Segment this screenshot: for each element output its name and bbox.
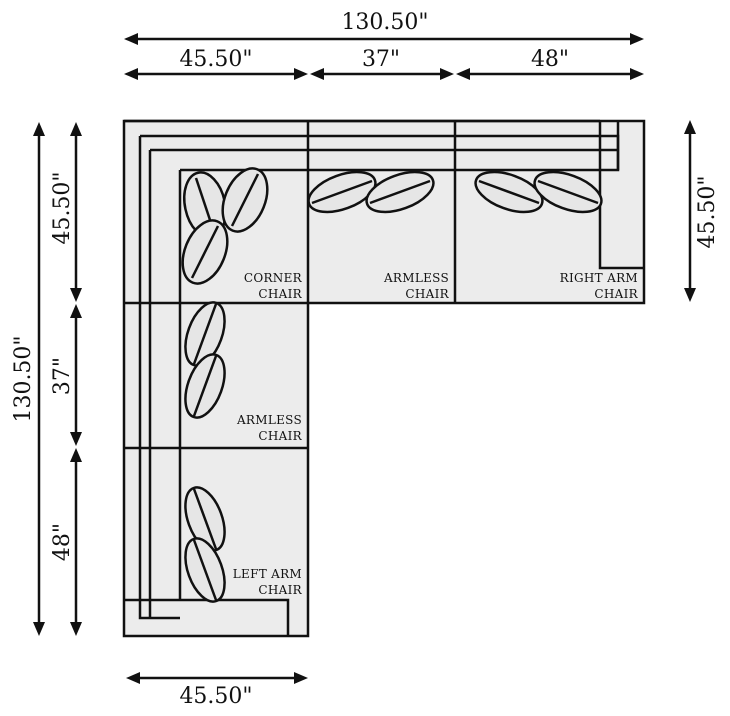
corner-chair-label-line2: CHAIR — [258, 287, 302, 301]
armless-chair-left-label-line2: CHAIR — [258, 429, 302, 443]
dimension-top-segment-2-label: 37" — [362, 47, 400, 72]
dimension-right-depth: 45.50" — [684, 120, 720, 302]
dimension-top-segment-1-label: 45.50" — [179, 47, 252, 72]
dimension-left-segment-3-label: 48" — [50, 523, 75, 561]
dimension-top-segment-3-label: 48" — [531, 47, 569, 72]
dimension-top-segment-3: 48" — [456, 47, 644, 80]
cushion — [221, 167, 269, 233]
dimension-left-segment-3: 48" — [50, 448, 82, 636]
armless-chair-left-label-line1: ARMLESS — [236, 413, 302, 427]
cushion — [307, 170, 377, 214]
cushion — [365, 170, 435, 214]
left-arm-chair: LEFT ARM CHAIR — [184, 486, 302, 603]
dimension-top-segment-1: 45.50" — [124, 47, 308, 80]
cushion — [533, 170, 603, 214]
cushion — [184, 537, 226, 603]
dimension-left-segment-1-label: 45.50" — [50, 171, 75, 244]
right-arm-chair: RIGHT ARM CHAIR — [474, 170, 638, 301]
cushion — [181, 219, 229, 285]
sectional-sofa — [122, 119, 646, 638]
corner-chair-label-line1: CORNER — [244, 271, 303, 285]
dimension-bottom-depth: 45.50" — [126, 672, 308, 709]
dimension-left-segment-1: 45.50" — [50, 122, 82, 302]
dimension-top-total: 130.50" — [124, 10, 644, 45]
left-arm-chair-label-line2: CHAIR — [258, 583, 302, 597]
right-arm-chair-label-line1: RIGHT ARM — [560, 271, 638, 285]
dimension-top-total-label: 130.50" — [341, 10, 428, 35]
dimension-left-total-label: 130.50" — [11, 335, 36, 422]
left-arm-chair-label-line1: LEFT ARM — [233, 567, 302, 581]
cushion — [184, 486, 226, 552]
dimension-right-depth-label: 45.50" — [695, 175, 720, 248]
armless-chair-left: ARMLESS CHAIR — [184, 301, 302, 443]
dimension-left-segment-2-label: 37" — [50, 357, 75, 395]
right-arm-chair-label-line2: CHAIR — [594, 287, 638, 301]
cushion — [184, 301, 226, 367]
armless-chair-top-label-line1: ARMLESS — [383, 271, 449, 285]
cushion — [184, 353, 226, 419]
dimension-left-total: 130.50" — [11, 122, 45, 636]
corner-chair: CORNER CHAIR — [181, 167, 303, 301]
armless-chair-top: ARMLESS CHAIR — [307, 170, 449, 301]
cushion — [474, 170, 544, 214]
dimension-top-segment-2: 37" — [310, 47, 454, 80]
dimension-bottom-depth-label: 45.50" — [179, 684, 252, 709]
dimension-left-segment-2: 37" — [50, 304, 82, 446]
armless-chair-top-label-line2: CHAIR — [405, 287, 449, 301]
